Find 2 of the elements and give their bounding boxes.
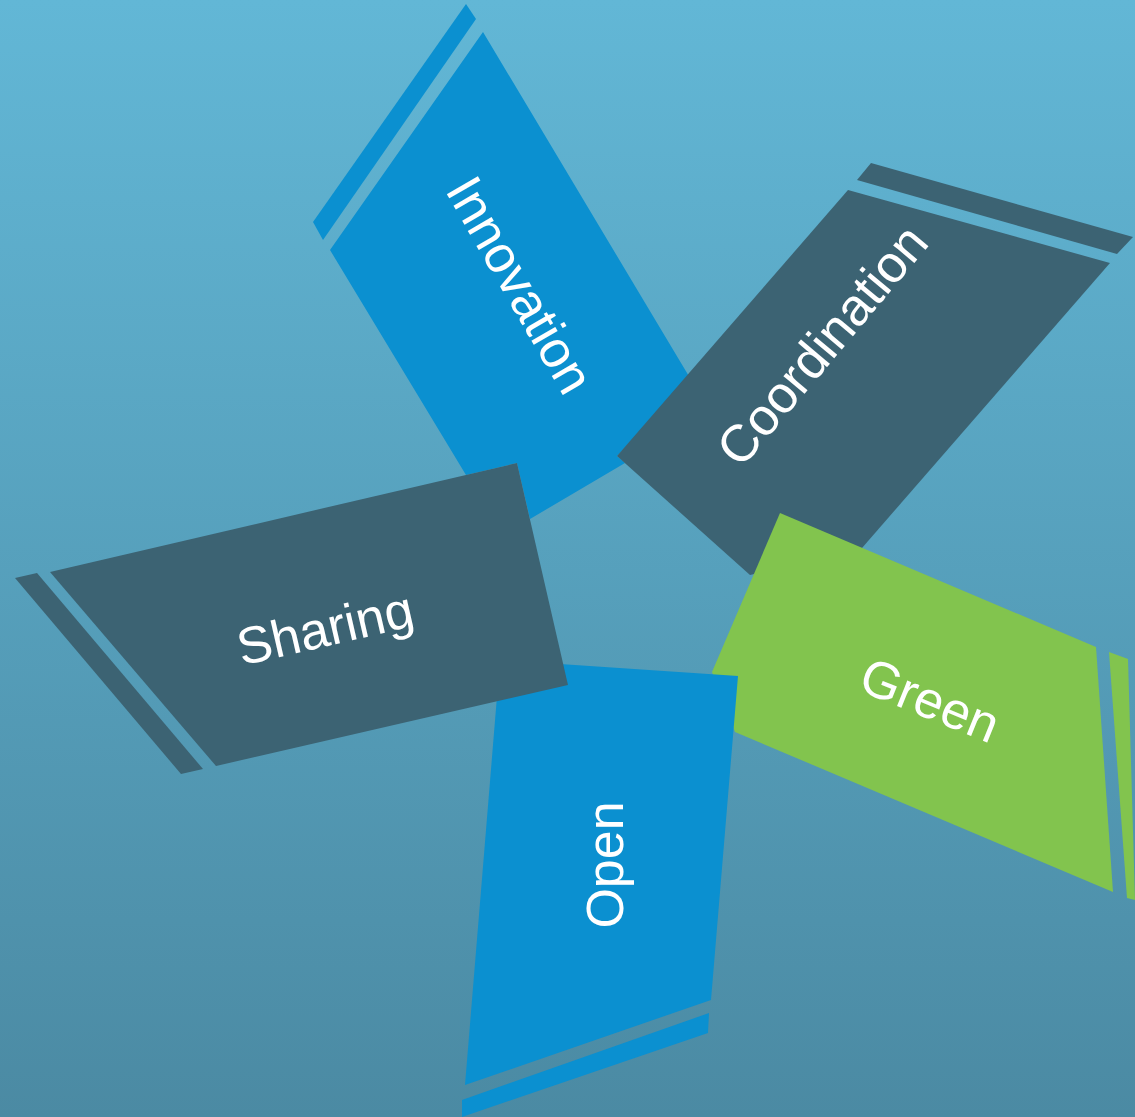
- panel-label: Green: [853, 648, 1007, 752]
- panel-label: Sharing: [231, 582, 419, 674]
